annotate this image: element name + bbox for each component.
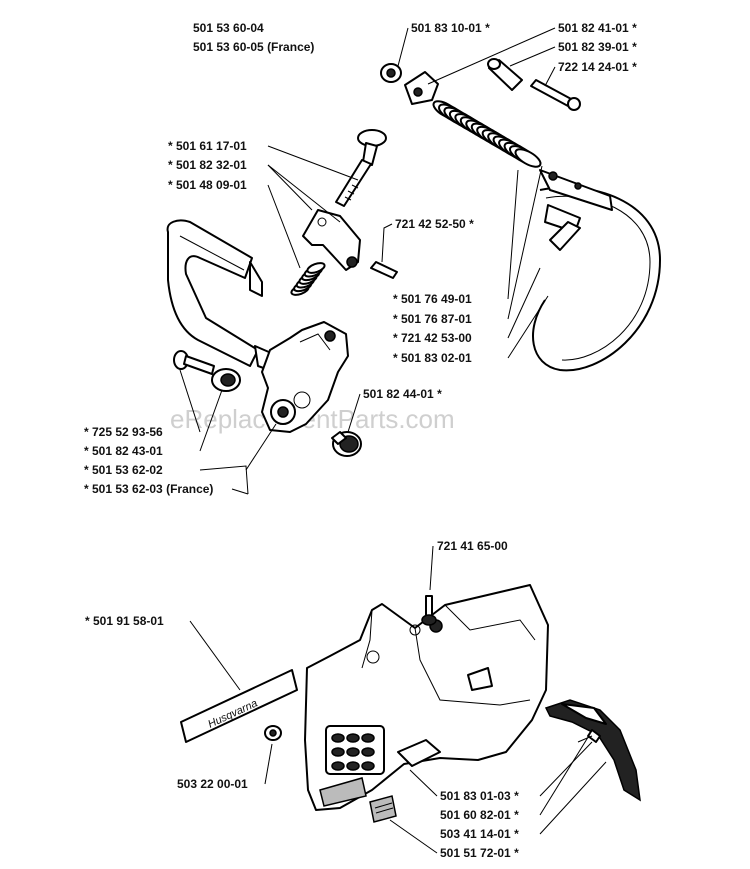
large-spring-part (432, 100, 542, 168)
small-spring-part (290, 262, 326, 296)
label-501-60-82-01: 501 60 82-01 * (440, 808, 519, 822)
label-501-82-44-01: 501 82 44-01 * (363, 387, 442, 401)
label-501-83-01-03: 501 83 01-03 * (440, 789, 519, 803)
part-labels: 501 83 10-01 * 501 82 41-01 * 501 82 39-… (84, 21, 637, 860)
mount-bolt-part (173, 350, 215, 375)
lever-part (302, 209, 361, 271)
label-501-91-58-01: * 501 91 58-01 (85, 614, 164, 628)
label-721-42-53-00: * 721 42 53-00 (393, 331, 472, 345)
bolt-part (530, 79, 581, 111)
label-501-82-41-01: 501 82 41-01 * (558, 21, 637, 35)
label-725-52-93-56: * 725 52 93-56 (84, 425, 163, 439)
small-pin-part (577, 729, 601, 743)
assembly-number-france-label: 501 53 60-05 (France) (193, 40, 314, 54)
label-501-53-62-03: * 501 53 62-03 (France) (84, 482, 213, 496)
label-503-41-14-01: 503 41 14-01 * (440, 827, 519, 841)
spring-coil (306, 262, 326, 274)
leader-lines (179, 27, 607, 854)
label-501-48-09-01: * 501 48 09-01 (168, 178, 247, 192)
sleeve-part (487, 58, 523, 91)
label-501-76-49-01: * 501 76 49-01 (393, 292, 472, 306)
label-501-76-87-01: * 501 76 87-01 (393, 312, 472, 326)
knob-screw-part (335, 129, 387, 207)
label-503-22-00-01: 503 22 00-01 (177, 777, 248, 791)
label-501-61-17-01: * 501 61 17-01 (168, 139, 247, 153)
cover-screw-part (421, 595, 437, 626)
clutch-cover-part (304, 584, 549, 811)
cover-nut-part (264, 725, 282, 741)
nut-part (380, 63, 402, 83)
brake-band-part (532, 169, 661, 372)
spring-coil (514, 148, 542, 168)
label-721-42-52-50: 721 42 52-50 * (395, 217, 474, 231)
bracket-block-part (404, 71, 439, 105)
label-501-83-02-01: * 501 83 02-01 (393, 351, 472, 365)
guard-bracket-part (261, 321, 349, 433)
label-722-14-24-01: 722 14 24-01 * (558, 60, 637, 74)
label-501-82-39-01: 501 82 39-01 * (558, 40, 637, 54)
knob-part (331, 431, 362, 457)
chain-guard-part (544, 699, 641, 802)
label-721-41-65-00: 721 41 65-00 (437, 539, 508, 553)
plate-part (369, 795, 397, 823)
label-501-53-62-02: * 501 53 62-02 (84, 463, 163, 477)
bushing-part (211, 368, 241, 392)
label-501-82-32-01: * 501 82 32-01 (168, 158, 247, 172)
label-501-82-43-01: * 501 82 43-01 (84, 444, 163, 458)
assembly-number-label: 501 53 60-04 (193, 21, 264, 35)
label-501-51-72-01: 501 51 72-01 * (440, 846, 519, 860)
label-501-83-10-01: 501 83 10-01 * (411, 21, 490, 35)
pin-part (370, 261, 398, 279)
